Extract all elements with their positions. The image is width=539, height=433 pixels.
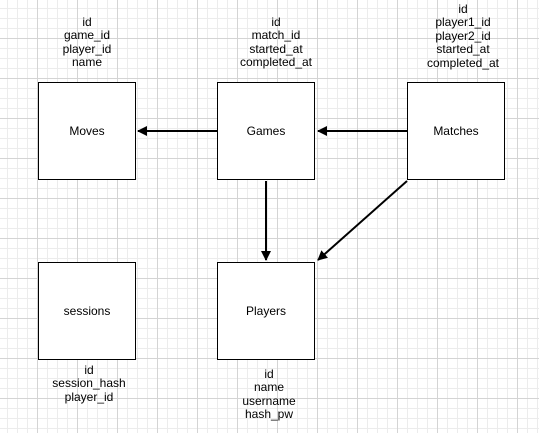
players-field: id	[264, 367, 274, 381]
moves-field: name	[71, 55, 103, 70]
matches-label: Matches	[433, 124, 479, 138]
moves-node[interactable]: Moves	[38, 82, 136, 180]
players-field: name	[253, 380, 285, 395]
moves-field: game_id	[63, 28, 111, 43]
moves-field: player_id	[62, 41, 112, 56]
sessions-field: id	[84, 363, 94, 377]
games-field: match_id	[251, 28, 301, 43]
sessions-node[interactable]: sessions	[38, 262, 136, 360]
matches-field: player2_id	[435, 28, 491, 43]
moves-label: Moves	[69, 124, 105, 138]
players-field: hash_pw	[244, 407, 294, 422]
matches-field: id	[458, 2, 468, 16]
sessions-field: session_hash	[52, 376, 126, 391]
matches-field: started_at	[436, 42, 490, 57]
matches-node[interactable]: Matches	[407, 82, 505, 180]
matches-fields: id player1_id player2_id started_at comp…	[403, 2, 523, 70]
games-field: completed_at	[239, 55, 313, 70]
sessions-field: player_id	[64, 389, 114, 404]
moves-field: id	[82, 15, 92, 29]
matches-field: completed_at	[426, 55, 500, 70]
games-label: Games	[246, 124, 286, 138]
players-fields: id name username hash_pw	[209, 367, 329, 422]
games-field: started_at	[249, 41, 303, 56]
matches-field: player1_id	[435, 15, 491, 30]
arrow-matches-to-players	[317, 180, 408, 261]
games-fields: id match_id started_at completed_at	[216, 15, 336, 70]
moves-fields: id game_id player_id name	[27, 15, 147, 70]
games-field: id	[271, 15, 281, 29]
players-node[interactable]: Players	[217, 262, 315, 360]
sessions-fields: id session_hash player_id	[29, 363, 149, 404]
sessions-label: sessions	[63, 304, 111, 318]
players-field: username	[242, 393, 296, 408]
players-label: Players	[245, 304, 286, 318]
games-node[interactable]: Games	[217, 82, 315, 180]
